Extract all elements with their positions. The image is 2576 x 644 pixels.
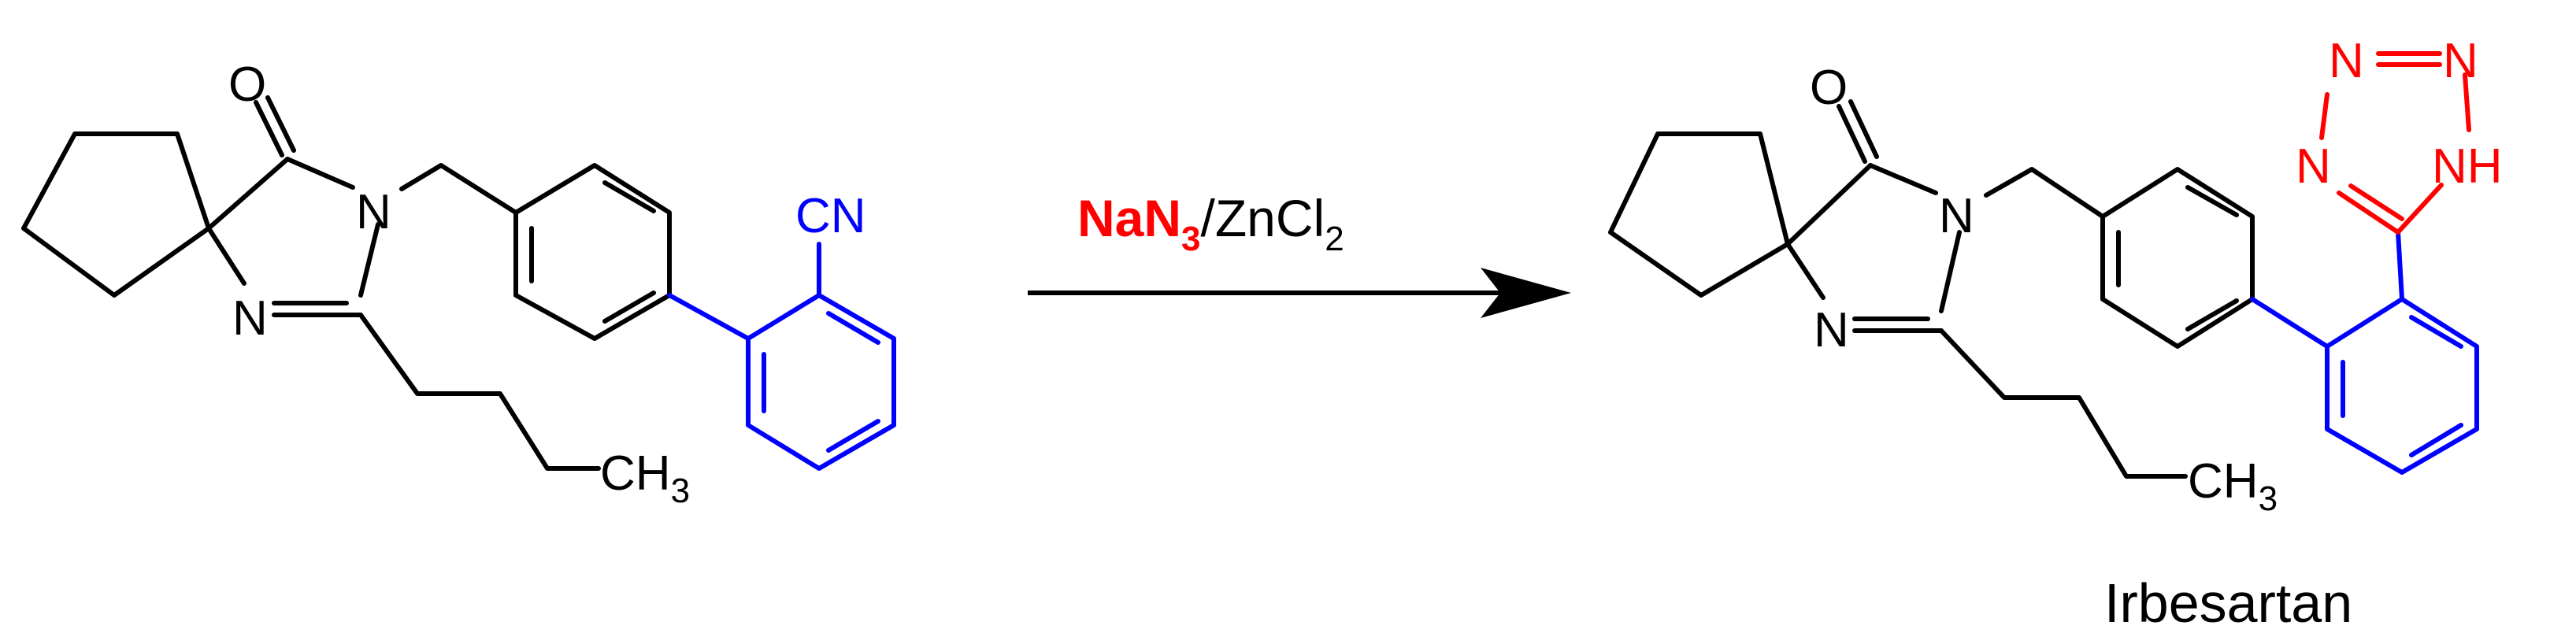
product: O N N N N N NH CH3 Irbesartan (1608, 34, 2503, 634)
sm-methyl-subscript: 3 (671, 472, 690, 510)
reagent-sodium-azide: NaN (1077, 189, 1181, 247)
reaction-arrow-head (1481, 268, 1571, 318)
product-skeleton-bonds (1608, 99, 2255, 479)
product-methyl-subscript: 3 (2259, 479, 2278, 518)
starting-material: O N N CN CH3 (21, 57, 896, 510)
tetrazole-nitrogen-right-top: N (2443, 34, 2478, 88)
product-biphenyl-bonds (2250, 230, 2479, 475)
reagent-zinc-subscript: 2 (1325, 220, 1344, 258)
product-methyl-label: CH3 (2188, 454, 2278, 518)
tetrazole-nitrogen-left: N (2296, 139, 2331, 194)
product-methyl-ch: CH (2188, 454, 2259, 509)
sm-biphenyl-bonds (667, 242, 896, 471)
reagent-azide-subscript: 3 (1181, 220, 1200, 258)
sm-amide-nitrogen: N (356, 185, 391, 239)
sm-methyl-label: CH3 (600, 446, 690, 510)
product-carbonyl-oxygen: O (1810, 61, 1848, 115)
reagent-zinc-chloride: /ZnCl (1201, 189, 1325, 247)
sm-imine-nitrogen: N (232, 291, 268, 346)
product-amide-nitrogen: N (1939, 189, 1974, 243)
sm-methyl-ch: CH (600, 446, 671, 501)
product-imine-nitrogen: N (1814, 303, 1849, 357)
product-tetrazole-bonds (2319, 51, 2471, 235)
tetrazole-nh: NH (2432, 139, 2503, 194)
reaction-conditions: NaN3/ZnCl2 (1028, 189, 1571, 318)
product-name: Irbesartan (2104, 572, 2352, 634)
reagent-label: NaN3/ZnCl2 (1077, 189, 1344, 258)
sm-carbonyl-oxygen: O (228, 57, 266, 112)
sm-nitrile-label: CN (795, 189, 866, 243)
tetrazole-nitrogen-left-top: N (2329, 34, 2364, 88)
sm-skeleton-bonds (21, 95, 672, 471)
